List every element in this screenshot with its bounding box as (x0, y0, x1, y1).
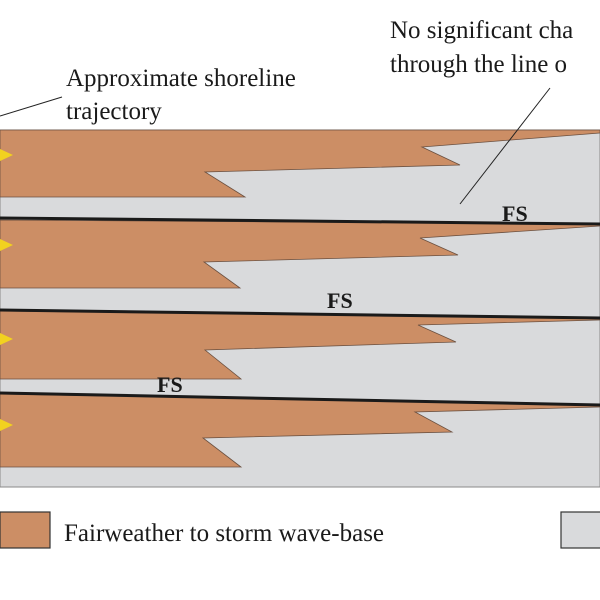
no-change-annotation-line2: through the line o (390, 51, 567, 78)
shoreline-annotation-line1: Approximate shoreline (66, 65, 296, 92)
legend-swatch-offshore-facies (560, 511, 600, 549)
flooding-surface-label-1: FS (502, 201, 528, 226)
shelf-tongue-3 (0, 310, 600, 380)
flooding-surface-line-1 (0, 216, 600, 226)
shoreline-leader-line (0, 96, 63, 117)
shelf-tongue-4 (0, 393, 600, 468)
legend-swatch-shelf-facies (0, 511, 51, 549)
shelf-tongue-1 (0, 129, 600, 198)
shoreline-marker-1 (0, 149, 13, 161)
shoreline-annotation-line2: trajectory (66, 98, 162, 125)
shoreline-marker-4 (0, 419, 13, 431)
flooding-surface-line-2 (0, 308, 600, 320)
shoreline-marker-2 (0, 239, 13, 251)
shelf-tongue-2 (0, 219, 600, 289)
legend-label-shelf-facies: Fairweather to storm wave-base (64, 520, 384, 547)
no-change-annotation-line1: No significant cha (390, 17, 573, 44)
flooding-surface-label-3: FS (157, 372, 183, 397)
flooding-surface-label-2: FS (327, 288, 353, 313)
flooding-surface-line-3 (0, 391, 600, 407)
no-change-leader-line (459, 87, 551, 205)
shoreline-marker-3 (0, 333, 13, 345)
